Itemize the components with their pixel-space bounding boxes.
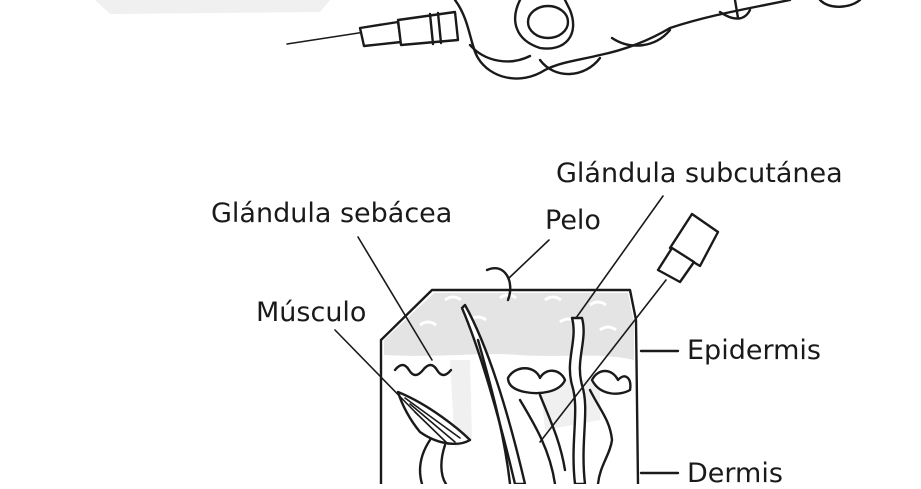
epidermis-texture <box>419 293 617 332</box>
skin-block <box>379 267 640 486</box>
syringe-hand-illustration <box>95 0 862 80</box>
label-hair: Pelo <box>545 205 601 236</box>
gland-cluster-left <box>506 367 567 395</box>
barrel-ring-2 <box>436 11 443 45</box>
label-dermis: Dermis <box>687 458 783 489</box>
injection-needle <box>539 212 720 443</box>
finger-1 <box>468 43 532 63</box>
thumbnail <box>526 4 570 40</box>
label-subcutaneous-gland: Glándula subcutánea <box>556 158 843 189</box>
label-muscle: Músculo <box>256 297 367 328</box>
muscle-base <box>418 438 448 486</box>
grey-shadow <box>95 0 330 14</box>
needle-hub <box>656 246 696 284</box>
muscle-fibers <box>404 397 461 445</box>
leader-sebaceous <box>357 236 433 361</box>
syringe-hub <box>358 20 403 48</box>
leader-muscle <box>334 329 419 416</box>
sebaceous-gland <box>393 363 453 377</box>
leader-lines <box>334 195 680 475</box>
gland-cluster-right <box>590 369 632 395</box>
knuckle <box>610 28 672 47</box>
needle-shaft <box>539 279 667 443</box>
finger-2 <box>538 56 602 76</box>
plunger <box>733 0 740 20</box>
gland-branch-left <box>518 393 567 486</box>
barrel-ring <box>428 12 435 46</box>
label-sebaceous-gland: Glándula sebácea <box>211 198 453 229</box>
label-epidermis: Epidermis <box>687 335 821 366</box>
leader-subcutaneous <box>575 195 664 319</box>
syringe-needle <box>286 31 366 45</box>
hair-shaft-2 <box>476 338 512 486</box>
muscle <box>396 390 472 445</box>
gland-branch-right <box>588 388 614 486</box>
leader-hair <box>508 239 550 279</box>
syringe-barrel <box>396 10 460 47</box>
hand-outline <box>453 0 792 80</box>
hair-above <box>485 267 512 302</box>
